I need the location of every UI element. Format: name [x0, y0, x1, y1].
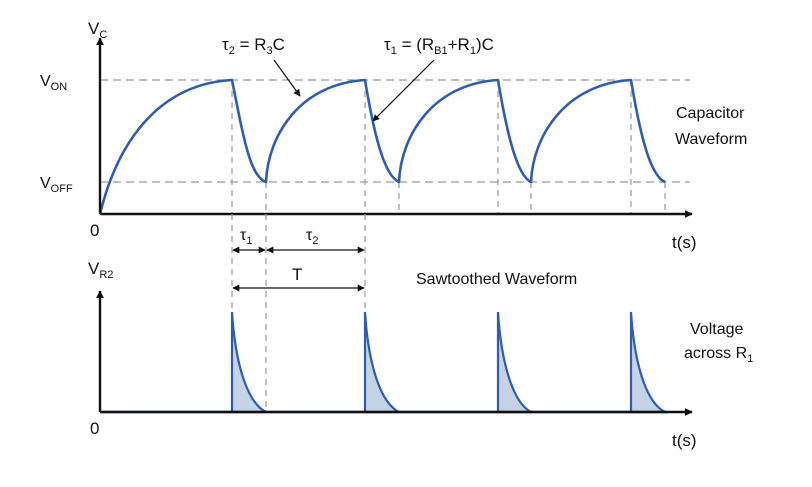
pulse-spike — [363, 311, 400, 414]
tau1-span-label: τ1 — [240, 227, 252, 247]
top-vertical-markers — [231, 80, 666, 214]
capacitor-voltage-curve — [98, 78, 666, 215]
pulse-spike — [496, 311, 532, 414]
v-off-label: VOFF — [40, 175, 73, 195]
bottom-x-axis-label: t(s) — [672, 431, 697, 450]
tau1-formula: τ1 = (RB1+R1)C — [384, 35, 494, 57]
period-label: T — [292, 265, 302, 284]
v-on-label: VON — [40, 73, 67, 93]
voltage-caption-line2: across R1 — [684, 345, 753, 365]
capacitor-caption-line2: Waveform — [675, 131, 747, 148]
bottom-origin-label: 0 — [90, 419, 99, 438]
pulse-spike — [230, 311, 267, 414]
tau2-formula: τ2 = R3C — [222, 35, 285, 57]
top-y-axis-label: VC — [88, 19, 107, 41]
tau2-span-label: τ2 — [306, 227, 318, 247]
resistor-voltage-graph: VR2 0 t(s) Sawtoothed Waveform Voltage a… — [88, 259, 753, 450]
top-origin-label: 0 — [90, 221, 99, 240]
capacitor-caption-line1: Capacitor — [676, 105, 745, 122]
pulse-spike — [629, 311, 666, 414]
voltage-caption-line1: Voltage — [690, 321, 743, 338]
pulse-spikes — [230, 311, 666, 414]
tau2-pointer-arrow — [273, 59, 301, 97]
top-x-axis-label: t(s) — [672, 233, 697, 252]
bottom-y-axis-label: VR2 — [88, 259, 113, 281]
sawtooth-title: Sawtoothed Waveform — [416, 271, 577, 288]
timing-annotations: τ1 τ2 T — [231, 214, 366, 412]
capacitor-waveform-graph: VC VON VOFF 0 t(s) τ2 = R3C τ1 = (RB1+R1… — [40, 19, 747, 252]
tau1-pointer-arrow — [372, 59, 435, 122]
